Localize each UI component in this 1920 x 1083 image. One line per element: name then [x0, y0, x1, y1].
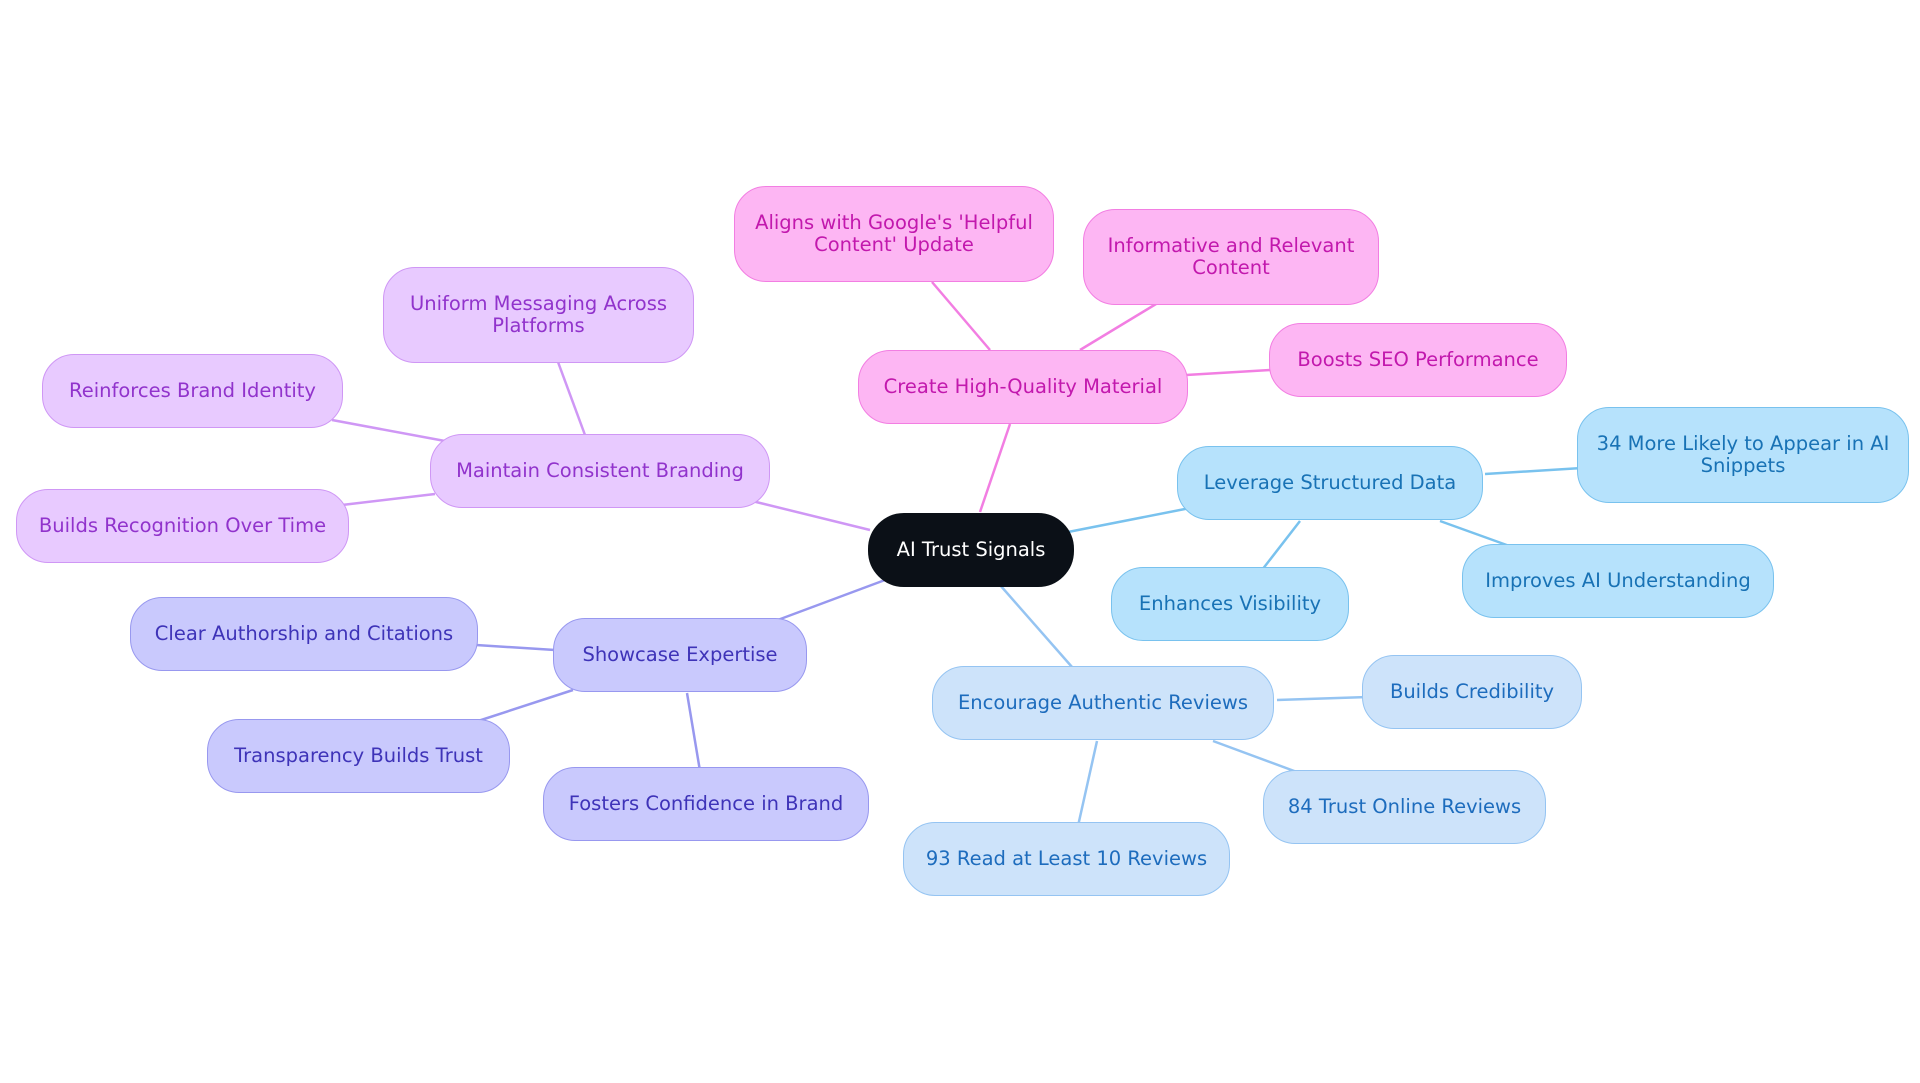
branch-structured-data-label: Leverage Structured Data: [1203, 471, 1457, 494]
branch-expertise[interactable]: Showcase Expertise: [553, 618, 807, 692]
branch-quality-label: Create High-Quality Material: [883, 375, 1163, 398]
leaf-ai-understanding-label: Improves AI Understanding: [1485, 569, 1751, 592]
leaf-recognition[interactable]: Builds Recognition Over Time: [16, 489, 349, 563]
link-branding-recognition: [341, 492, 436, 507]
leaf-transparency-label: Transparency Builds Trust: [234, 744, 483, 767]
link-quality-seo: [1185, 368, 1271, 377]
leaf-transparency[interactable]: Transparency Builds Trust: [207, 719, 510, 793]
link-expertise-confidence: [685, 692, 702, 772]
leaf-visibility[interactable]: Enhances Visibility: [1111, 567, 1349, 641]
link-branding-identity: [331, 418, 446, 443]
branch-structured-data[interactable]: Leverage Structured Data: [1177, 446, 1483, 520]
branch-reviews[interactable]: Encourage Authentic Reviews: [932, 666, 1274, 740]
link-root-expertise: [774, 578, 886, 623]
link-root-structured: [1067, 506, 1191, 534]
leaf-ai-understanding[interactable]: Improves AI Understanding: [1462, 544, 1774, 618]
leaf-brand-identity[interactable]: Reinforces Brand Identity: [42, 354, 343, 428]
leaf-authorship[interactable]: Clear Authorship and Citations: [130, 597, 478, 671]
leaf-trust-reviews-label: 84 Trust Online Reviews: [1287, 795, 1522, 818]
leaf-confidence[interactable]: Fosters Confidence in Brand: [543, 767, 869, 841]
link-expertise-transparency: [474, 688, 574, 724]
leaf-informative-content[interactable]: Informative and Relevant Content: [1083, 209, 1379, 305]
link-reviews-credibility: [1276, 695, 1369, 702]
link-root-branding: [747, 498, 871, 532]
link-reviews-read: [1076, 740, 1099, 827]
root-node[interactable]: AI Trust Signals: [868, 513, 1074, 587]
leaf-recognition-label: Builds Recognition Over Time: [38, 514, 327, 537]
leaf-credibility-label: Builds Credibility: [1389, 680, 1555, 703]
link-structured-snippets: [1484, 466, 1583, 476]
leaf-trust-reviews[interactable]: 84 Trust Online Reviews: [1263, 770, 1546, 844]
branch-branding[interactable]: Maintain Consistent Branding: [430, 434, 770, 508]
link-branding-uniform: [556, 361, 587, 436]
link-root-quality: [978, 423, 1012, 513]
leaf-visibility-label: Enhances Visibility: [1138, 592, 1322, 615]
leaf-ai-snippets-label: 34 More Likely to Appear in AI Snippets: [1596, 432, 1890, 477]
leaf-brand-identity-label: Reinforces Brand Identity: [69, 379, 316, 402]
link-quality-helpful: [931, 281, 991, 351]
leaf-helpful-content-label: Aligns with Google's 'Helpful Content' U…: [755, 211, 1033, 256]
root-label: AI Trust Signals: [896, 538, 1046, 561]
leaf-seo-performance-label: Boosts SEO Performance: [1297, 348, 1539, 371]
link-structured-visibility: [1261, 520, 1301, 571]
link-expertise-authorship: [475, 643, 556, 652]
leaf-uniform-messaging-label: Uniform Messaging Across Platforms: [409, 292, 668, 337]
leaf-credibility[interactable]: Builds Credibility: [1362, 655, 1582, 729]
link-quality-informative: [1079, 302, 1157, 352]
leaf-informative-content-label: Informative and Relevant Content: [1107, 234, 1355, 279]
link-root-reviews: [999, 584, 1073, 668]
leaf-uniform-messaging[interactable]: Uniform Messaging Across Platforms: [383, 267, 694, 363]
leaf-seo-performance[interactable]: Boosts SEO Performance: [1269, 323, 1567, 397]
link-reviews-trust: [1212, 739, 1306, 777]
branch-quality[interactable]: Create High-Quality Material: [858, 350, 1188, 424]
branch-expertise-label: Showcase Expertise: [582, 643, 778, 666]
branch-branding-label: Maintain Consistent Branding: [456, 459, 744, 482]
leaf-read-reviews-label: 93 Read at Least 10 Reviews: [925, 847, 1208, 870]
leaf-helpful-content[interactable]: Aligns with Google's 'Helpful Content' U…: [734, 186, 1054, 282]
leaf-ai-snippets[interactable]: 34 More Likely to Appear in AI Snippets: [1577, 407, 1909, 503]
branch-reviews-label: Encourage Authentic Reviews: [957, 691, 1248, 714]
leaf-authorship-label: Clear Authorship and Citations: [154, 622, 454, 645]
leaf-confidence-label: Fosters Confidence in Brand: [568, 792, 844, 815]
leaf-read-reviews[interactable]: 93 Read at Least 10 Reviews: [903, 822, 1230, 896]
link-structured-understanding: [1439, 519, 1516, 550]
